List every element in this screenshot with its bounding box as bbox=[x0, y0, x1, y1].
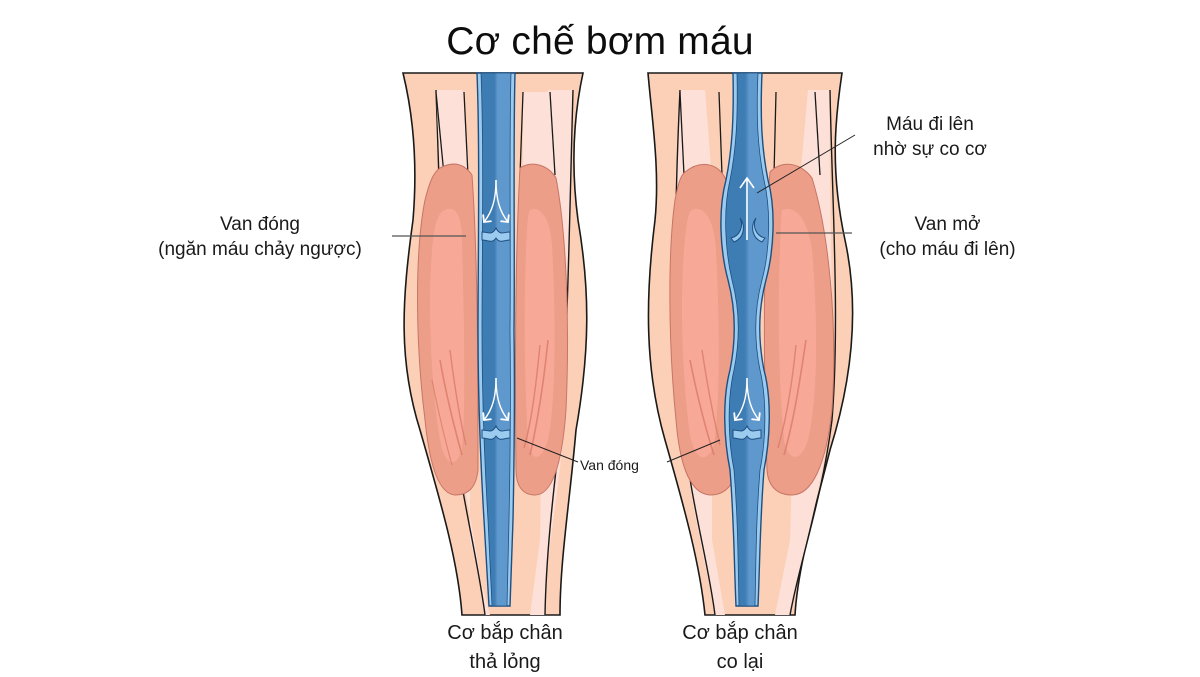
annotation-flow-line1: Máu đi lên bbox=[886, 114, 974, 135]
right-leg-contracted bbox=[647, 72, 856, 616]
annotation-valve-closed-title: Van đóng bbox=[220, 214, 300, 235]
annotation-valve-closed-desc: (ngăn máu chảy ngược) bbox=[158, 239, 362, 260]
up-arrow-icon bbox=[739, 176, 755, 240]
left-calf-muscle-lateral bbox=[514, 163, 569, 496]
left-vein bbox=[476, 72, 516, 607]
caption-relaxed: Cơ bắp chân thả lỏng bbox=[420, 619, 590, 677]
down-split-arrow-icon bbox=[484, 179, 508, 222]
annotation-valve-open-desc: (cho máu đi lên) bbox=[879, 239, 1016, 260]
diagram-title: Cơ chế bơm máu bbox=[446, 20, 754, 63]
left-leg-relaxed bbox=[392, 72, 588, 616]
annotation-valve-open-title: Van mở bbox=[914, 214, 981, 235]
down-split-arrow-icon bbox=[484, 377, 508, 420]
leader-flow bbox=[756, 134, 856, 194]
right-calf-muscle-lateral bbox=[763, 163, 835, 496]
annotation-valve-open: Van mở (cho máu đi lên) bbox=[860, 212, 1035, 262]
caption-contracted-line2: co lại bbox=[716, 651, 764, 673]
caption-contracted-line1: Cơ bắp chân bbox=[682, 622, 798, 644]
right-vein bbox=[720, 72, 774, 607]
annotation-valve-closed-top: Van đóng (ngăn máu chảy ngược) bbox=[125, 212, 395, 262]
annotation-flow-line2: nhờ sự co cơ bbox=[873, 139, 987, 160]
annotation-valve-closed-bottom: Van đóng bbox=[580, 457, 639, 473]
caption-relaxed-line1: Cơ bắp chân bbox=[447, 622, 563, 644]
leader-valve-bottom-left bbox=[516, 437, 579, 463]
caption-relaxed-line2: thả lỏng bbox=[469, 651, 541, 673]
left-calf-muscle-medial bbox=[417, 163, 479, 496]
down-split-arrow-icon bbox=[735, 377, 759, 420]
annotation-blood-flow-up: Máu đi lên nhờ sự co cơ bbox=[845, 112, 1015, 162]
caption-contracted: Cơ bắp chân co lại bbox=[655, 619, 825, 677]
leader-valve-bottom-right bbox=[666, 439, 721, 463]
